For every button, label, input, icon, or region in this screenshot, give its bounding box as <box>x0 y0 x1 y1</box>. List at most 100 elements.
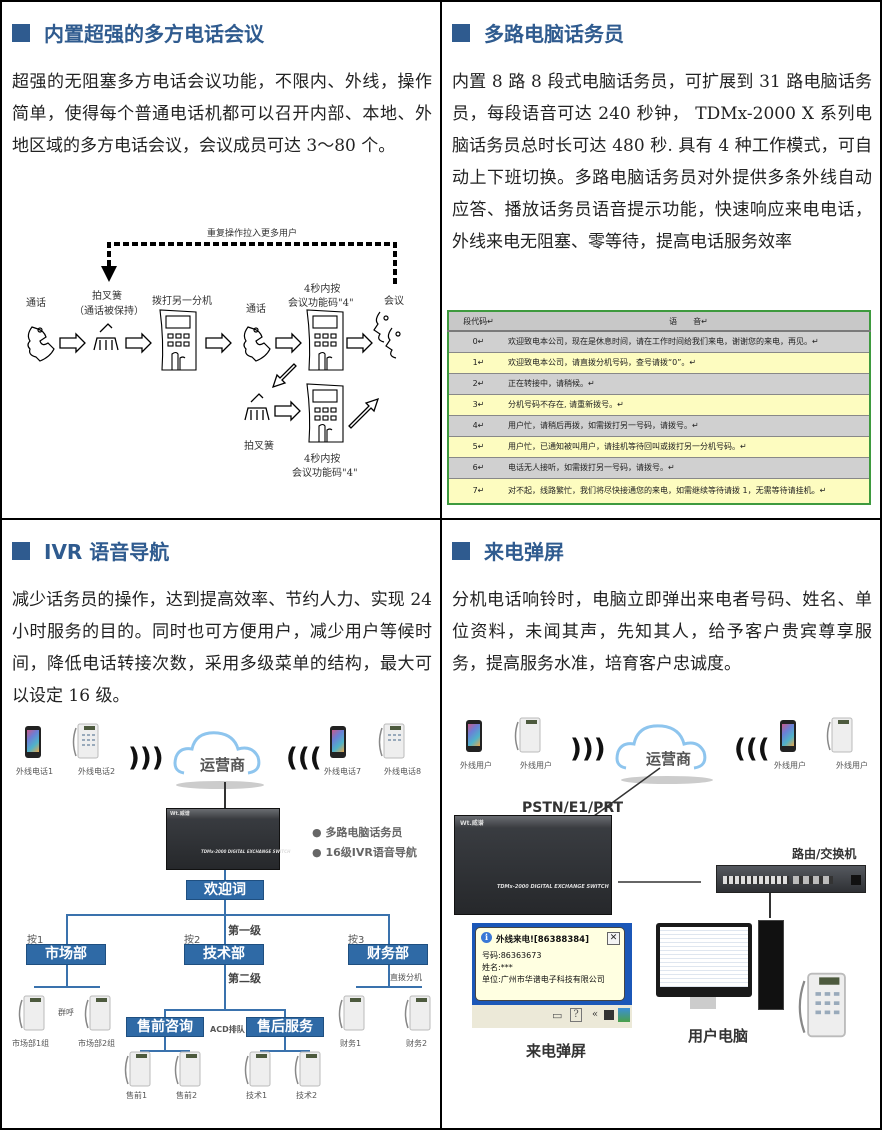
section-attendant: 多路电脑话务员 内置 8 路 8 段式电脑话务员，可扩展到 31 路电脑话务员，… <box>442 2 880 518</box>
info-icon: i <box>481 932 492 943</box>
network-switch <box>716 865 866 893</box>
link-label: PSTN/E1/PRT <box>522 800 624 816</box>
section-title: IVR 语音导航 <box>44 540 170 564</box>
mobile-phone-icon <box>780 720 796 752</box>
section-title: 多路电脑话务员 <box>484 22 624 46</box>
section-title: 内置超强的多方电话会议 <box>44 22 264 46</box>
endpoint-label: 外线用户 <box>520 761 552 770</box>
feature-item: ● 16级IVR语音导航 <box>312 846 417 859</box>
section-heading: 多路电脑话务员 <box>452 18 624 47</box>
ivr-node-finance: 财务部 <box>348 944 428 965</box>
segment-code: 2↵ <box>448 373 508 395</box>
feature-item: ● 多路电脑话务员 <box>312 826 403 839</box>
row-divider <box>0 518 882 520</box>
segment-code: 0↵ <box>448 331 508 353</box>
printer-icon: ▭ <box>552 1009 563 1022</box>
caller-number: 号码:86363673 <box>482 951 542 960</box>
endpoint-label: 外线用户 <box>836 761 868 770</box>
section-body: 超强的无阻塞多方电话会议功能，不限内、外线，操作简单，使得每个普通电话机都可以召… <box>12 72 432 156</box>
desk-phone-icon <box>798 972 846 1038</box>
conference-flow-diagram <box>27 242 401 443</box>
table-row: 2↵正在转接中，请稍候。↵ <box>448 373 870 395</box>
group-call-label: 群呼 <box>58 1008 74 1017</box>
caption-pc: 用户电脑 <box>688 1027 749 1045</box>
repeat-loop-arrow <box>101 242 397 286</box>
endpoint-label: 市场部1组 <box>12 1039 50 1048</box>
segment-text: 电话无人接听，如需拨打另一号码，请拨号。↵ <box>508 457 870 479</box>
step-label: 会议 <box>384 296 404 307</box>
desk-phone-icon <box>338 995 365 1031</box>
square-bullet-icon <box>452 23 470 42</box>
taskbar-screenshot: i 外线来电![86388384] ✕ 号码:86363673 姓名:*** 单… <box>472 923 632 1028</box>
column-header-voice: 语 音↵ <box>508 311 870 332</box>
carrier-label: 运营商 <box>646 750 692 768</box>
endpoint-label: 技术1 <box>246 1091 268 1100</box>
router-label: 路由/交换机 <box>792 847 857 861</box>
section-title: 来电弹屏 <box>484 540 564 564</box>
section-heading: 来电弹屏 <box>452 536 564 565</box>
direct-ext-label: 直拨分机 <box>390 973 422 982</box>
talk-icon <box>243 326 271 362</box>
desk-phone-icon <box>72 723 99 759</box>
cloud-icon <box>173 731 264 789</box>
segment-code: 1↵ <box>448 352 508 374</box>
close-icon[interactable]: ✕ <box>607 932 620 945</box>
table-row: 3↵分机号码不存在, 请重新拨号。↵ <box>448 394 870 416</box>
voice-segment-table: 段代码↵ 语 音↵ 0↵欢迎致电本公司，现在是休息时间，请在工作时间给我们来电，… <box>447 310 871 505</box>
ivr-node-presales: 售前咨询 <box>126 1017 204 1037</box>
endpoint-label: 外线电话8 <box>384 767 422 776</box>
segment-code: 6↵ <box>448 457 508 479</box>
desk-phone-icon <box>124 1051 151 1087</box>
desk-phone-icon <box>18 995 45 1031</box>
square-bullet-icon <box>12 23 30 42</box>
desk-phone-icon <box>826 717 853 753</box>
monitor <box>656 923 752 997</box>
section-heading: IVR 语音导航 <box>12 536 169 565</box>
carrier-label: 运营商 <box>200 756 246 774</box>
table-row: 1↵欢迎致电本公司，请直拨分机号码，查号请拨“0”。↵ <box>448 352 870 374</box>
taskbar: ▭ ? « <box>472 1005 632 1028</box>
column-divider <box>440 0 442 1130</box>
endpoint-label: 外线电话2 <box>78 767 116 776</box>
monitor-stand <box>690 997 716 1009</box>
segment-code: 3↵ <box>448 394 508 416</box>
step-label: 拍叉簧 <box>244 441 274 452</box>
table-row: 0↵欢迎致电本公司，现在是休息时间，请在工作时间给我们来电，谢谢您的来电，再见。… <box>448 331 870 353</box>
endpoint-label: 售前2 <box>176 1091 198 1100</box>
section-heading: 内置超强的多方电话会议 <box>12 18 264 47</box>
desk-phone-icon <box>378 723 405 759</box>
conference-icon <box>373 311 401 359</box>
desk-phone-icon <box>244 1051 271 1087</box>
section-conference: 内置超强的多方电话会议 超强的无阻塞多方电话会议功能，不限内、外线，操作简单，使… <box>2 2 440 518</box>
endpoint-label: 技术2 <box>296 1091 318 1100</box>
ivr-node-marketing: 市场部 <box>26 944 106 965</box>
caption-popup: 来电弹屏 <box>526 1042 587 1060</box>
signal-waves-icon: ))) <box>570 734 606 764</box>
segment-text: 用户忙，请稍后再拨，如需拨打另一号码，请拨号。↵ <box>508 415 870 437</box>
section-body: 减少话务员的操作，达到提高效率、节约人力、实现 24 小时服务的目的。同时也可方… <box>12 590 432 706</box>
pbx-brand: Wt.威谱 <box>170 811 190 817</box>
square-bullet-icon <box>12 541 30 560</box>
step-label: 4秒内按 <box>304 284 341 295</box>
pbx-device: Wt.威谱 TDMx-2000 DIGITAL EXCHANGE SWITCH <box>166 808 290 870</box>
section-body: 分机电话响铃时，电脑立即弹出来电者号码、姓名、单位资料，未闻其声，先知其人，给予… <box>452 590 872 674</box>
repeat-label: 重复操作拉入更多用户 <box>207 229 298 239</box>
segment-code: 4↵ <box>448 415 508 437</box>
pbx-device: Wt.威谱 TDMx-2000 DIGITAL EXCHANGE SWITCH <box>454 815 612 915</box>
tray-icon <box>604 1010 614 1020</box>
signal-waves-icon: ((( <box>286 743 322 773</box>
square-bullet-icon <box>452 541 470 560</box>
mobile-phone-icon <box>330 726 346 758</box>
cloud-icon <box>615 724 713 784</box>
endpoint-label: 财务2 <box>406 1039 428 1048</box>
step-label: （通话被保持） <box>74 306 144 317</box>
step-label: 4秒内按 <box>304 454 341 465</box>
talk-icon <box>27 326 55 362</box>
table-header-row: 段代码↵ 语 音↵ <box>448 311 870 332</box>
section-ivr: IVR 语音导航 减少话务员的操作，达到提高效率、节约人力、实现 24 小时服务… <box>2 520 440 1128</box>
step-label: 会议功能码"4" <box>292 468 358 479</box>
keypad-dial-icon <box>306 309 344 371</box>
segment-text: 欢迎致电本公司，现在是休息时间，请在工作时间给我们来电，谢谢您的来电，再见。↵ <box>508 331 870 353</box>
endpoint-label: 外线电话1 <box>16 767 54 776</box>
keypad-dial-icon <box>159 309 197 371</box>
